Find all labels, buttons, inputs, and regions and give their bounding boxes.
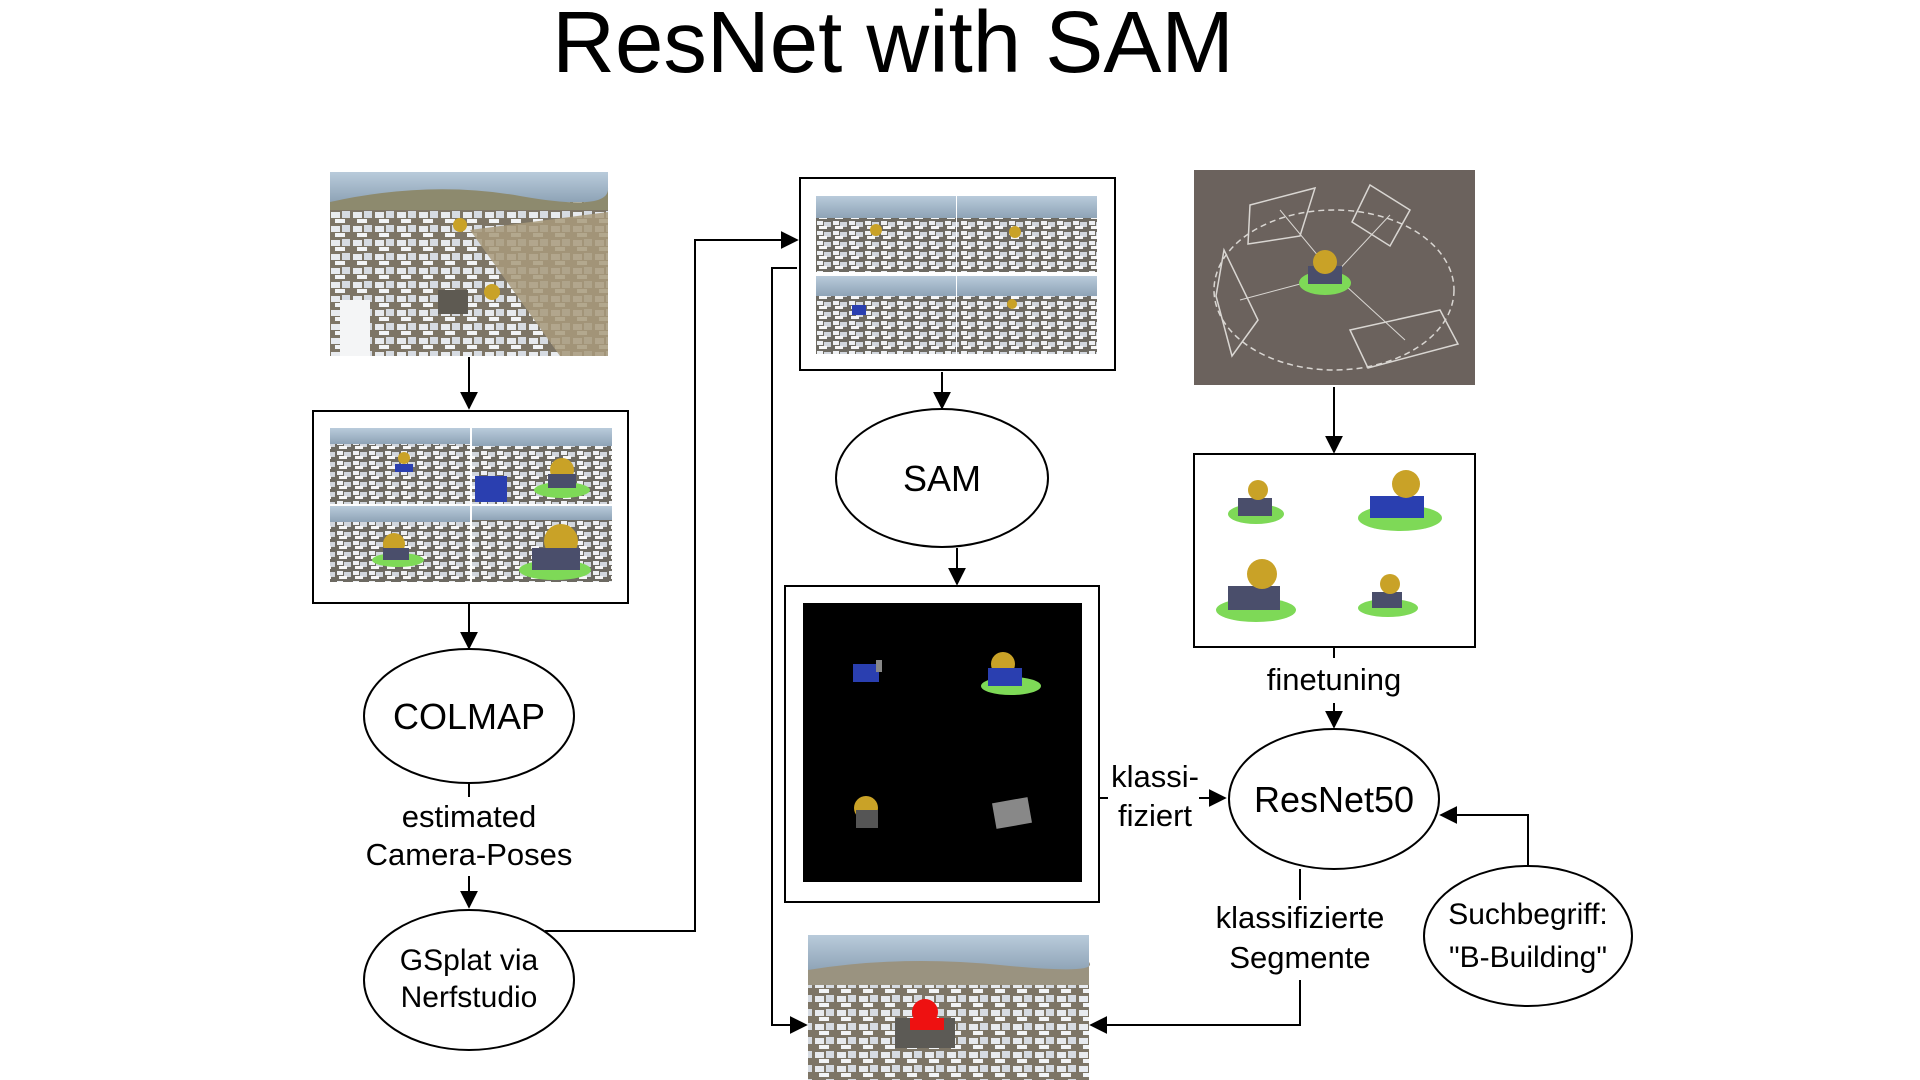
arrow-gsplat-to-renders — [545, 231, 799, 932]
arrow-search-to-resnet — [1439, 806, 1529, 866]
search-term-node: Suchbegriff: "B-Building" — [1423, 865, 1633, 1007]
gsplat-render-views — [799, 177, 1116, 371]
gsplat-node: GSplat via Nerfstudio — [363, 909, 575, 1051]
gsplat-label-2: Nerfstudio — [401, 981, 538, 1014]
classified-label-1: klassi- — [1111, 759, 1199, 794]
arrow-resnet-to-result — [1089, 980, 1301, 1034]
synthetic-camera-rig — [1194, 170, 1475, 385]
sam-label: SAM — [903, 458, 981, 499]
diagram-title: ResNet with SAM — [552, 0, 1234, 91]
camera-poses-label-2: Camera-Poses — [366, 837, 573, 872]
gsplat-label-1: GSplat via — [400, 944, 539, 977]
sam-segment-masks — [784, 585, 1100, 903]
colmap-node: COLMAP — [363, 648, 575, 784]
resnet50-node: ResNet50 — [1228, 728, 1440, 870]
finetuning-label: finetuning — [1267, 662, 1401, 697]
sam-node: SAM — [835, 408, 1049, 548]
search-term-label-1: Suchbegriff: — [1448, 898, 1608, 931]
camera-poses-label-1: estimated — [402, 799, 536, 834]
city-aerial-image — [330, 172, 609, 356]
search-term-label-2: "B-Building" — [1449, 941, 1607, 974]
segments-label-2: Segmente — [1229, 940, 1370, 975]
arrow-renders-to-result — [771, 267, 808, 1034]
resnet50-label: ResNet50 — [1254, 779, 1414, 820]
building-training-images — [1193, 453, 1476, 648]
highlighted-result-image — [808, 935, 1091, 1080]
rendered-views-grid — [312, 410, 629, 604]
segments-label-1: klassifizierte — [1216, 900, 1385, 935]
classified-label-2: fiziert — [1118, 798, 1192, 833]
colmap-label: COLMAP — [393, 696, 545, 737]
